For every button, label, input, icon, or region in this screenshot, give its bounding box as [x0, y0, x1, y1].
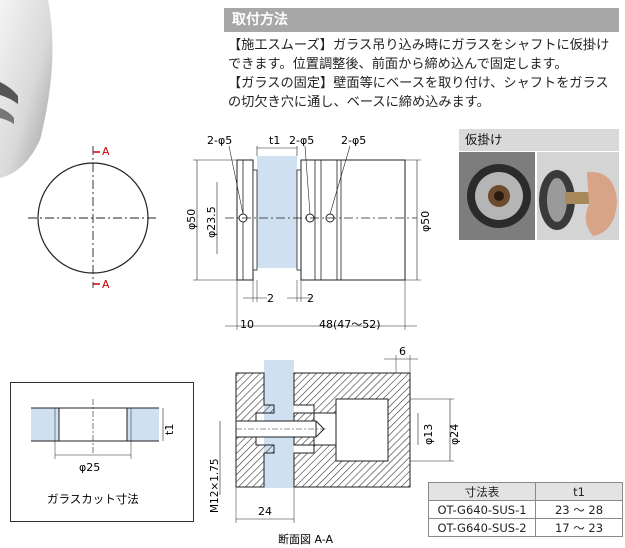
section-view: 6 φ13 φ24 M12×1.75 24 断面図 A-A — [209, 345, 461, 545]
table-cell-model: OT-G640-SUS-1 — [428, 500, 536, 519]
table-header-value: t1 — [535, 482, 623, 501]
temporary-hang-photo-right — [537, 152, 619, 240]
glass-cut-dim-dia: φ25 — [79, 461, 100, 474]
instruction-tag-1: 【施工スムーズ】 — [228, 38, 333, 53]
dim-holes-right: 2-φ5 — [341, 134, 366, 147]
table-cell-t1: 17 〜 23 — [535, 518, 623, 537]
fitting-photo-icon — [459, 152, 535, 240]
dim-dia-outer: φ50 — [185, 209, 198, 230]
dim-gap-left: 2 — [267, 292, 274, 305]
dim-gap-right: 2 — [307, 292, 314, 305]
photo-panel-title: 仮掛け — [459, 129, 619, 151]
dim-t1: t1 — [269, 134, 280, 147]
glass-cut-drawing: t1 φ25 ガラスカット寸法 — [31, 399, 176, 506]
dim-base-len: 10 — [240, 318, 254, 331]
dim-shaft-len: 48(47〜52) — [319, 318, 381, 331]
dimension-table: 寸法表 t1 OT-G640-SUS-1 23 〜 28 OT-G640-SUS… — [428, 482, 623, 537]
glass-cut-dim-t1: t1 — [163, 424, 176, 435]
side-view: 2-φ5 2-φ5 2-φ5 t1 φ50 φ23.5 φ50 2 2 10 4… — [185, 134, 432, 331]
front-view: A A — [28, 145, 158, 291]
dim-dia24: φ24 — [448, 424, 461, 445]
table-header-name: 寸法表 — [428, 482, 536, 501]
dim-dia-inner: φ23.5 — [205, 206, 218, 238]
hand-photo-icon — [537, 152, 619, 240]
instruction-tag-2: 【ガラスの固定】 — [228, 76, 334, 91]
table-row: OT-G640-SUS-2 17 〜 23 — [428, 518, 623, 537]
section-title: 取付方法 — [224, 8, 619, 32]
table-row: OT-G640-SUS-1 23 〜 28 — [428, 500, 623, 519]
dim-thread: M12×1.75 — [209, 458, 221, 513]
table-cell-model: OT-G640-SUS-2 — [428, 518, 536, 537]
section-marker-top: A — [102, 145, 110, 158]
dim-24: 24 — [258, 505, 272, 518]
section-marker-bottom: A — [102, 278, 110, 291]
dim-dia13: φ13 — [422, 424, 435, 445]
dim-dia-outer-right: φ50 — [419, 211, 432, 232]
table-header-row: 寸法表 t1 — [428, 482, 623, 501]
section-caption: 断面図 A-A — [278, 532, 334, 545]
dim-holes-left: 2-φ5 — [207, 134, 232, 147]
temporary-hang-photo-left — [459, 152, 535, 240]
dim-6: 6 — [399, 345, 406, 358]
instruction-text-2: 壁面等にベースを取り付け、シャフトをガラスの切欠き穴に通し、ベースに締め込みます… — [228, 76, 609, 110]
dim-holes-mid: 2-φ5 — [289, 134, 314, 147]
product-photo-fragment — [0, 0, 53, 178]
glass-cut-caption: ガラスカット寸法 — [47, 492, 139, 506]
table-cell-t1: 23 〜 28 — [535, 500, 623, 519]
instruction-paragraph-2: 【ガラスの固定】壁面等にベースを取り付け、シャフトをガラスの切欠き穴に通し、ベー… — [228, 74, 620, 112]
glass-cut-detail: t1 φ25 ガラスカット寸法 — [10, 382, 194, 522]
instruction-text-1: ガラス吊り込み時にガラスをシャフトに仮掛けできます。位置調整後、前面から締め込ん… — [228, 38, 610, 72]
instruction-paragraph-1: 【施工スムーズ】ガラス吊り込み時にガラスをシャフトに仮掛けできます。位置調整後、… — [228, 36, 620, 74]
